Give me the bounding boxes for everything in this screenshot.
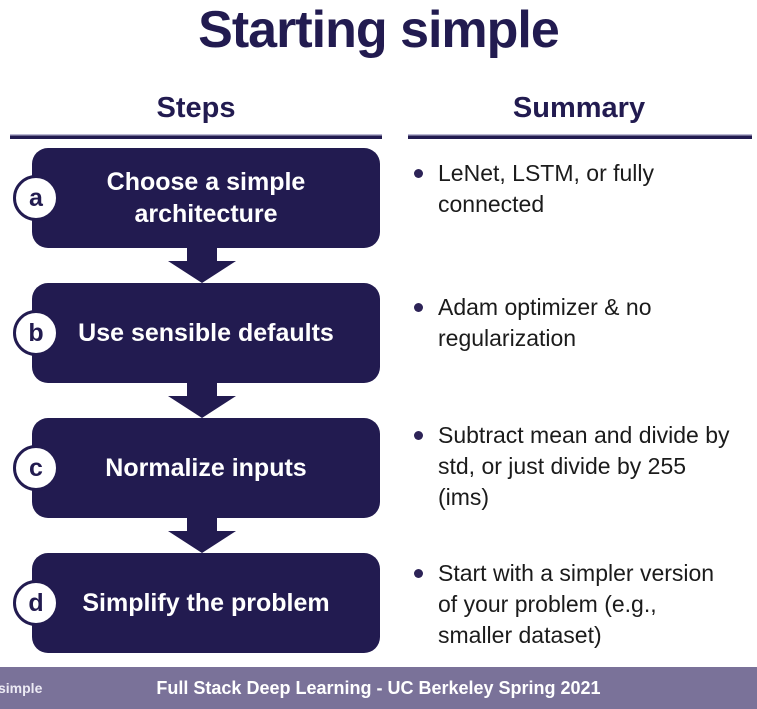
step-box-c-label: Normalize inputs xyxy=(105,453,307,482)
step-box-b: Use sensible defaults xyxy=(32,283,380,383)
step-badge-b: b xyxy=(13,310,59,356)
summary-header-rule xyxy=(408,134,752,139)
footer-course-label: Full Stack Deep Learning - UC Berkeley S… xyxy=(156,678,601,698)
summary-bullet-d: Start with a simpler version of your pro… xyxy=(414,558,730,651)
footer-bar: simple Full Stack Deep Learning - UC Ber… xyxy=(0,667,757,709)
step-badge-d: d xyxy=(13,580,59,626)
steps-header-rule xyxy=(10,134,382,139)
step-box-c: Normalize inputs xyxy=(32,418,380,518)
bullet-dot-icon xyxy=(414,303,423,312)
step-box-d: Simplify the problem xyxy=(32,553,380,653)
footer-left-label: simple xyxy=(0,680,43,696)
step-box-a-label: Choose a simple architecture xyxy=(106,167,306,229)
step-box-b-label: Use sensible defaults xyxy=(78,318,334,347)
summary-bullet-a: LeNet, LSTM, or fully connected xyxy=(414,158,730,220)
down-arrow-icon xyxy=(168,381,236,418)
summary-text-c: Subtract mean and divide by std, or just… xyxy=(438,422,730,510)
steps-column-header: Steps xyxy=(156,92,236,124)
summary-bullet-c: Subtract mean and divide by std, or just… xyxy=(414,420,730,513)
bullet-dot-icon xyxy=(414,431,423,440)
bullet-dot-icon xyxy=(414,569,423,578)
step-badge-a: a xyxy=(13,175,59,221)
step-badge-c: c xyxy=(13,445,59,491)
bullet-dot-icon xyxy=(414,169,423,178)
down-arrow-icon xyxy=(168,246,236,283)
summary-text-a: LeNet, LSTM, or fully connected xyxy=(438,160,655,217)
summary-text-b: Adam optimizer & no regularization xyxy=(438,294,652,351)
step-box-a: Choose a simple architecture xyxy=(32,148,380,248)
summary-bullet-b: Adam optimizer & no regularization xyxy=(414,292,730,354)
down-arrow-icon xyxy=(168,516,236,553)
page-title: Starting simple xyxy=(198,1,560,59)
step-box-d-label: Simplify the problem xyxy=(82,588,330,617)
summary-column-header: Summary xyxy=(512,92,646,124)
summary-text-d: Start with a simpler version of your pro… xyxy=(438,560,715,648)
